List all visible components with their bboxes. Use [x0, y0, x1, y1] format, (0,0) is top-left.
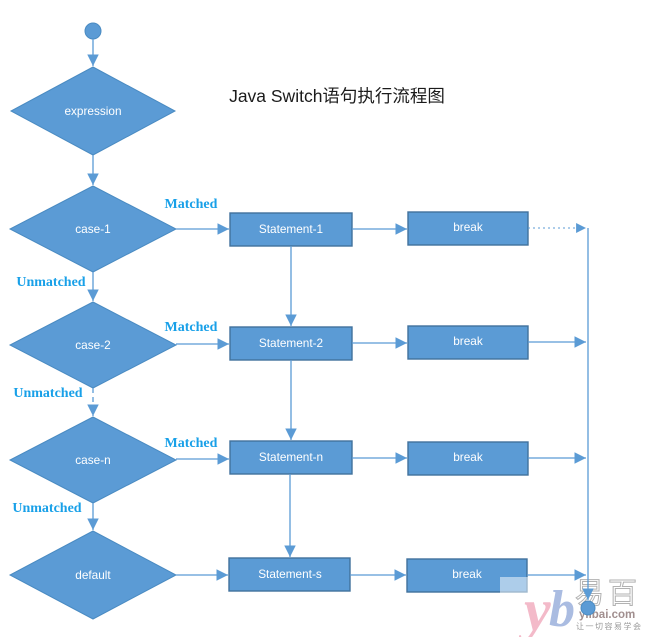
statement-s-label: Statement-s	[258, 567, 322, 581]
statement-n-box	[229, 440, 353, 475]
matched-label-1: Matched	[165, 197, 218, 212]
statement-1-label: Statement-1	[259, 222, 323, 236]
case-2-label: case-2	[75, 338, 110, 352]
case-1-label: case-1	[75, 222, 110, 236]
break-1-box	[407, 211, 529, 246]
watermark-slogan: 让一切容易学会	[576, 621, 643, 631]
watermark: y b 易百 yiibai.com 让一切容易学会	[500, 577, 643, 637]
break-4-label: break	[452, 567, 482, 581]
break-1-label: break	[453, 220, 483, 234]
statement-s-box	[228, 557, 351, 592]
expression-label: expression	[64, 104, 121, 118]
break-3-label: break	[453, 450, 483, 464]
statement-n-label: Statement-n	[259, 450, 323, 464]
break-2-label: break	[453, 334, 483, 348]
unmatched-label-1: Unmatched	[16, 275, 85, 290]
matched-label-3: Matched	[165, 436, 218, 451]
default-diamond	[8, 530, 178, 620]
diagram-title: Java Switch语句执行流程图	[229, 86, 445, 106]
unmatched-label-2: Unmatched	[13, 386, 82, 401]
start-node	[84, 22, 102, 40]
watermark-logo-y-glyph: y	[518, 577, 551, 637]
statement-1-box	[229, 212, 353, 247]
matched-label-2: Matched	[165, 320, 218, 335]
break-3-box	[407, 441, 529, 476]
statement-2-label: Statement-2	[259, 336, 323, 350]
end-node	[580, 600, 596, 616]
case-n-label: case-n	[75, 453, 110, 467]
default-label: default	[75, 568, 111, 582]
unmatched-label-3: Unmatched	[12, 501, 81, 516]
watermark-haze	[500, 577, 528, 593]
watermark-logo-b-glyph: b	[549, 581, 575, 637]
